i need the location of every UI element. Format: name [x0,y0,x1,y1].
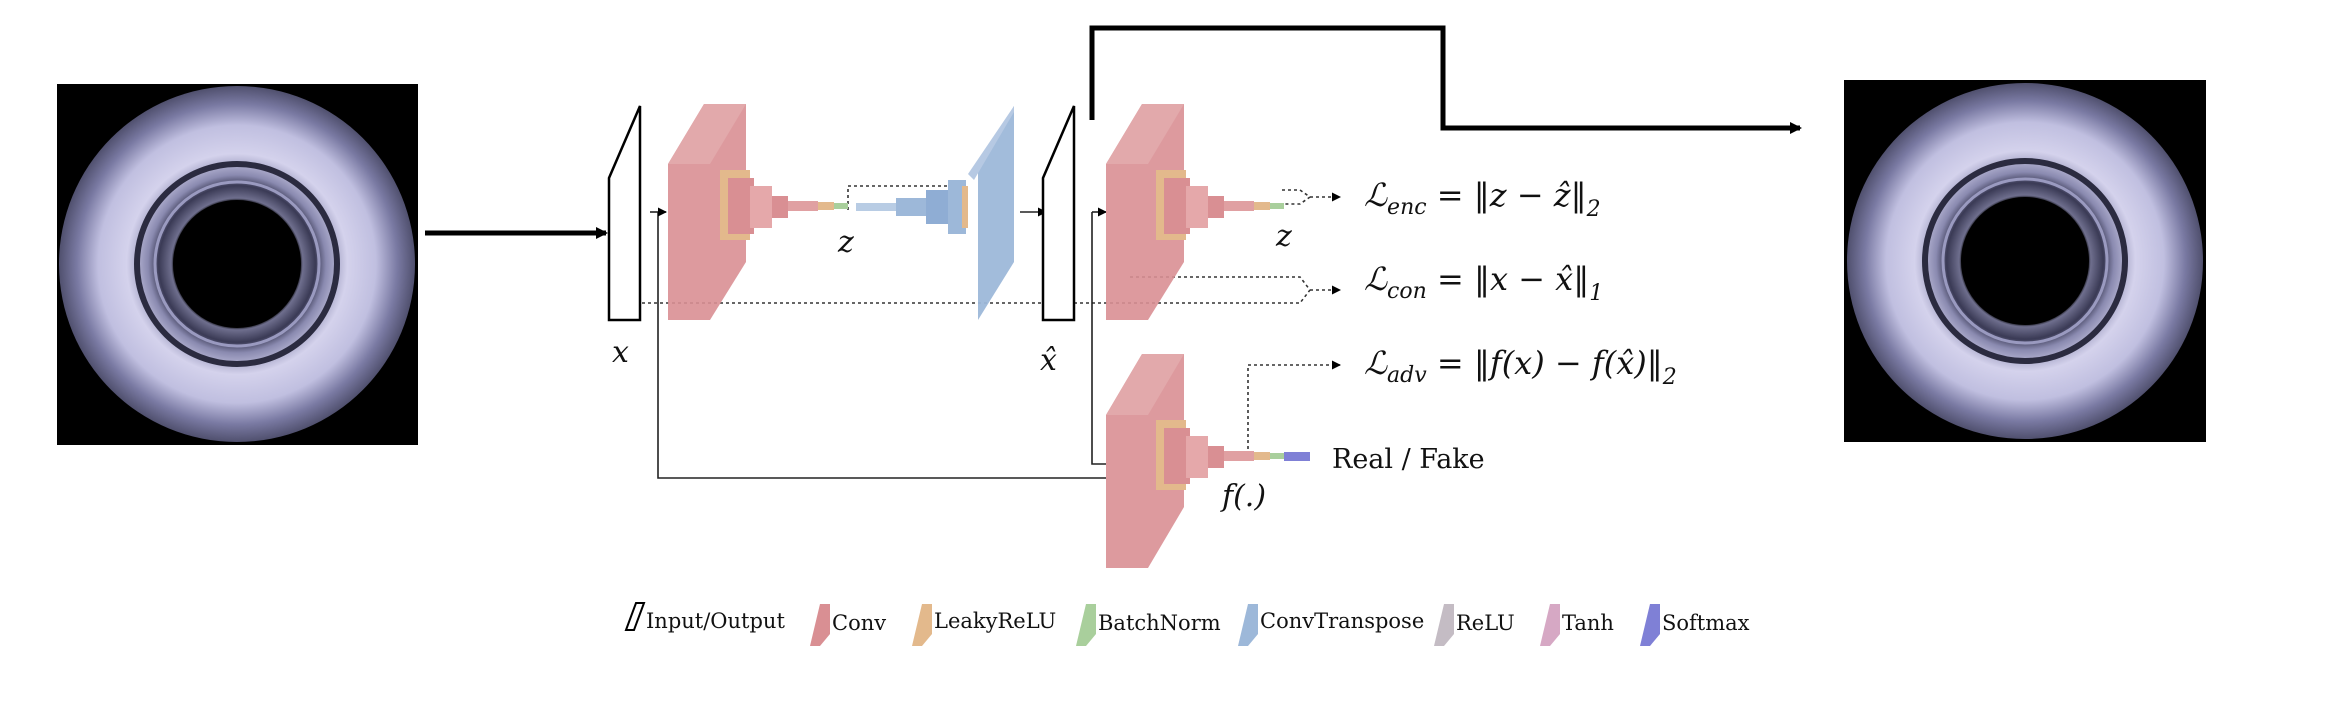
label-f: f(.) [1220,479,1266,514]
svg-text:ReLU: ReLU [1456,611,1515,635]
solid-connections [650,207,1107,479]
discriminator [1106,354,1310,568]
legend-item-batchnorm: BatchNorm [1076,604,1221,646]
svg-text:Tanh: Tanh [1562,611,1614,635]
input-plane-x [607,105,642,322]
svg-text:LeakyReLU: LeakyReLU [934,609,1056,633]
output-arrow [1089,25,1802,134]
legend-item-conv: Conv [810,604,886,646]
svg-text:Input/Output: Input/Output [646,609,785,633]
label-real-fake: Real / Fake [1332,444,1485,475]
label-z-left: z [837,225,854,260]
loss-adv: ℒadv = ‖f(x) − f(x̂)‖2 [1364,344,1677,390]
label-z-right: z [1275,219,1292,254]
label-x: x [612,335,629,370]
dotted-connections [636,185,1341,455]
legend-item-tanh: Tanh [1540,604,1614,646]
softmax-block [1284,452,1310,461]
convtranspose-block [978,106,1014,320]
input-image [57,84,418,445]
encoder-2 [1041,104,1284,322]
legend-item-convtranspose: ConvTranspose [1238,604,1424,646]
svg-text:BatchNorm: BatchNorm [1098,611,1221,635]
svg-text:ConvTranspose: ConvTranspose [1260,609,1424,633]
legend-item-leakyrelu: LeakyReLU [912,604,1056,646]
legend-item-softmax: Softmax [1640,604,1750,646]
legend-item-io: Input/Output [624,602,785,633]
label-x-hat: x̂ [1040,343,1057,378]
loss-con: ℒcon = ‖x − x̂‖1 [1364,260,1603,306]
encoder-1 [607,104,848,322]
decoder [856,106,1014,320]
legend: Input/Output Conv LeakyReLU BatchNorm Co… [624,602,1750,646]
legend-item-relu: ReLU [1434,604,1515,646]
output-plane-x-hat [1041,105,1076,322]
svg-text:Conv: Conv [832,611,886,635]
svg-text:Softmax: Softmax [1662,611,1750,635]
loss-enc: ℒenc = ‖z − ẑ‖2 [1364,176,1601,222]
output-image [1844,80,2206,442]
